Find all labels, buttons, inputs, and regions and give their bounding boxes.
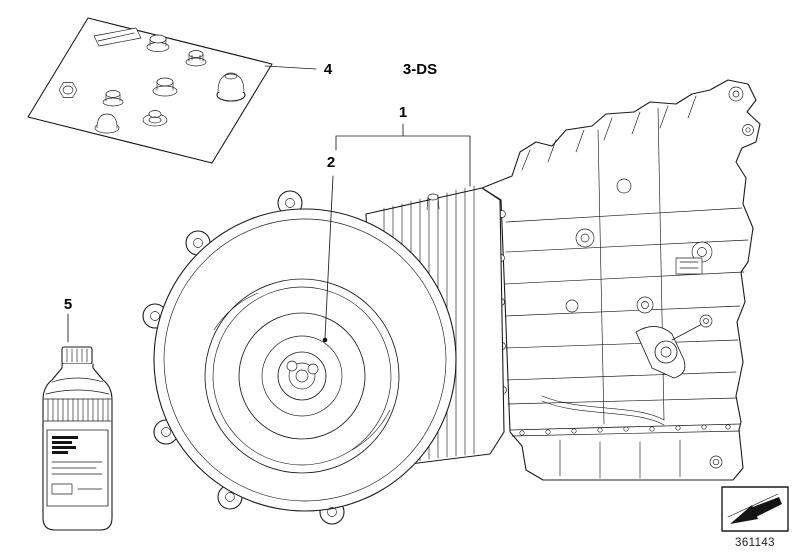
bottle-label bbox=[46, 429, 109, 507]
gasket-strip bbox=[93, 27, 142, 47]
oil-bottle bbox=[42, 346, 113, 531]
callout-2[interactable]: 2 bbox=[326, 154, 336, 171]
callout-5[interactable]: 5 bbox=[63, 296, 73, 313]
hex-plug bbox=[146, 34, 170, 52]
callout-leader-lines bbox=[67, 65, 471, 343]
large-cap-plug bbox=[216, 72, 246, 102]
dome-cap bbox=[94, 113, 120, 134]
variant-label: 3-DS bbox=[402, 61, 438, 78]
small-plug bbox=[102, 90, 124, 107]
fastener-kit-box bbox=[27, 17, 273, 164]
selector-linkage bbox=[635, 314, 713, 379]
connector-block bbox=[675, 257, 703, 275]
oil-pan bbox=[509, 423, 741, 479]
torque-converter bbox=[204, 278, 400, 474]
rubber-grommet bbox=[142, 110, 168, 127]
hex-plug-2 bbox=[152, 77, 178, 97]
callout-4[interactable]: 4 bbox=[323, 61, 333, 78]
arrow-down-left-icon bbox=[727, 493, 782, 524]
hex-bolt bbox=[185, 50, 207, 67]
diagram-part-number: 361143 bbox=[735, 537, 775, 549]
hex-nut bbox=[58, 82, 78, 98]
transmission-case bbox=[481, 79, 761, 481]
bell-housing bbox=[142, 190, 457, 525]
callout-1[interactable]: 1 bbox=[398, 104, 408, 121]
direction-arrow-box bbox=[721, 486, 789, 532]
rear-mount-bracket bbox=[728, 86, 754, 136]
vent-stub bbox=[426, 193, 440, 211]
